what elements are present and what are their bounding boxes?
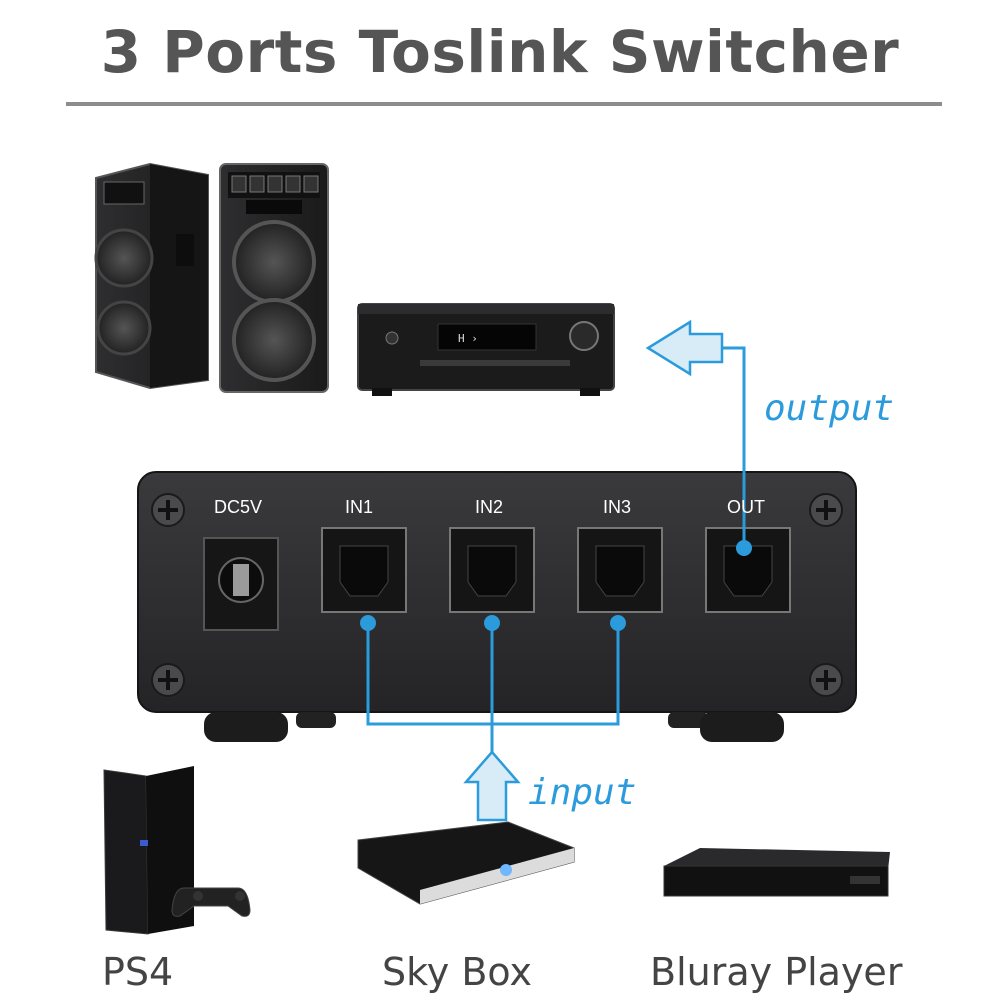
bluray-player-icon — [663, 848, 890, 897]
port-label-out: OUT — [727, 497, 765, 517]
toslink-port-in3 — [577, 527, 663, 613]
device-label-bluray: Bluray Player — [650, 950, 903, 994]
dc-power-jack — [203, 537, 279, 631]
svg-text:H ›: H › — [458, 332, 478, 345]
output-arrow-icon — [645, 319, 724, 377]
speaker-left-icon — [94, 162, 209, 390]
page-title: 3 Ports Toslink Switcher — [100, 18, 900, 86]
av-receiver-icon: H › — [357, 303, 615, 396]
toslink-port-in2 — [449, 527, 535, 613]
input-arrow-icon — [463, 750, 521, 822]
title-divider — [66, 102, 942, 106]
connection-dot-icon — [360, 540, 752, 631]
port-label-in3: IN3 — [603, 497, 632, 517]
device-label-sky-box: Sky Box — [382, 950, 532, 994]
sky-box-icon — [357, 821, 575, 905]
device-label-ps4: PS4 — [102, 950, 174, 994]
port-label-in2: IN2 — [475, 497, 504, 517]
signal-flow-lines — [366, 346, 746, 752]
speaker-right-icon — [219, 163, 329, 393]
input-label: input — [528, 772, 637, 813]
toslink-port-out — [705, 527, 791, 613]
output-label: output — [764, 388, 895, 429]
port-label-in1: IN1 — [345, 497, 374, 517]
port-label-dc5v: DC5V — [214, 497, 263, 517]
toslink-port-in1 — [321, 527, 407, 613]
ps4-console-icon — [103, 766, 251, 935]
